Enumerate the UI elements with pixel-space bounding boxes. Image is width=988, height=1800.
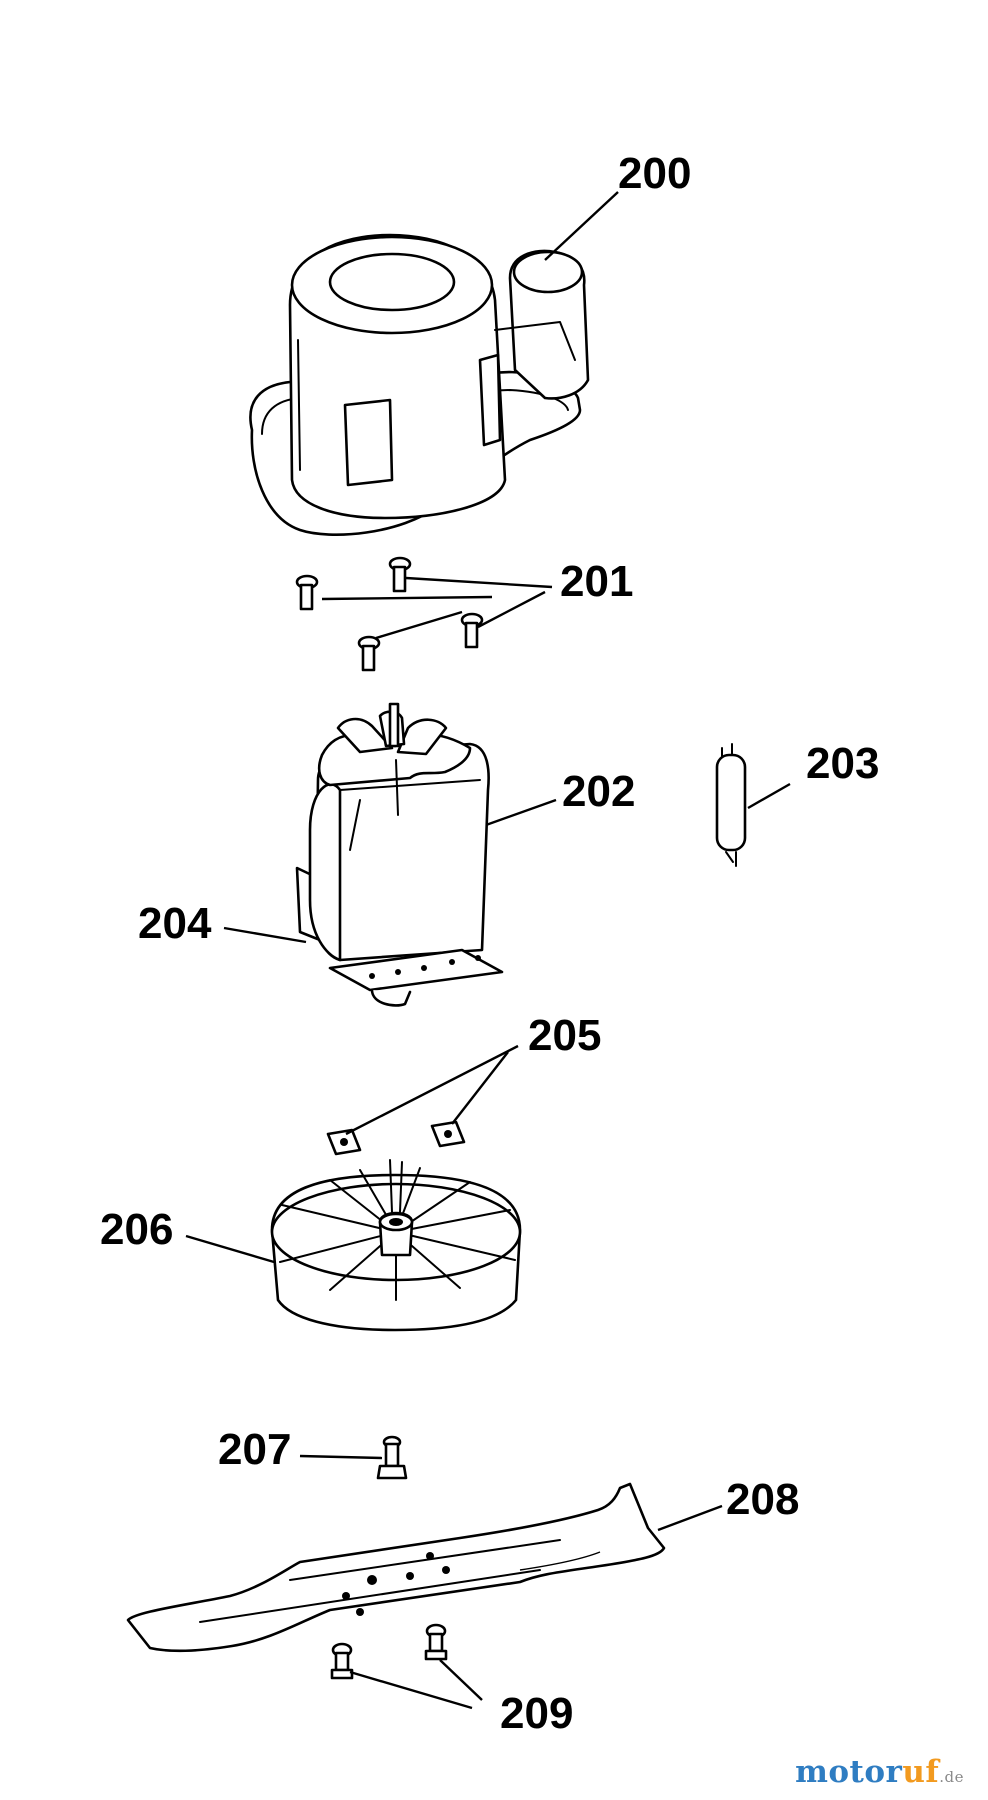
capacitor [715, 743, 747, 867]
leader-209-b [439, 1659, 483, 1701]
watermark-part-2: uf [902, 1754, 940, 1790]
clip-right [430, 1120, 466, 1148]
leader-205-a [345, 1044, 519, 1136]
label-208: 208 [726, 1475, 799, 1524]
label-202: 202 [562, 767, 635, 816]
leader-lines [185, 191, 791, 1710]
watermark-part-3: .de [939, 1768, 964, 1786]
screw-c [460, 612, 484, 649]
leader-208 [657, 1504, 723, 1532]
screw-d [357, 635, 381, 672]
clip-left [326, 1128, 362, 1156]
label-204: 204 [138, 899, 212, 948]
leader-201-c [321, 595, 493, 601]
leader-203 [747, 782, 791, 810]
label-209: 209 [500, 1689, 573, 1738]
label-207: 207 [218, 1425, 291, 1474]
screw-b [388, 556, 412, 593]
leader-201-d [375, 610, 463, 640]
leader-201-a [405, 576, 553, 589]
blade-screw-left [330, 1642, 354, 1680]
cooling-fan [270, 1159, 522, 1332]
blade-bolt [376, 1435, 408, 1480]
leader-201-b [477, 590, 546, 629]
blade-screw-right [424, 1623, 448, 1661]
housing-screws [295, 556, 484, 672]
label-205: 205 [528, 1011, 601, 1060]
label-200: 200 [618, 149, 691, 198]
watermark-part-1: motor [795, 1754, 903, 1790]
leader-200 [544, 191, 619, 261]
screw-a [295, 574, 319, 611]
leader-205-b [451, 1051, 509, 1125]
leader-207 [299, 1454, 383, 1460]
leader-209-a [349, 1670, 473, 1710]
mower-blade [126, 1482, 666, 1653]
label-206: 206 [100, 1205, 173, 1254]
leader-204 [223, 926, 307, 944]
label-203: 203 [806, 739, 879, 788]
leader-202 [485, 798, 557, 827]
leader-206 [185, 1234, 275, 1264]
motor-housing-cover [249, 233, 590, 536]
label-201: 201 [560, 557, 633, 606]
electric-motor [295, 702, 504, 1007]
part-labels: 200 201 202 203 204 205 206 207 208 209 [100, 149, 879, 1738]
site-watermark-logo: motoruf.de [795, 1752, 964, 1792]
